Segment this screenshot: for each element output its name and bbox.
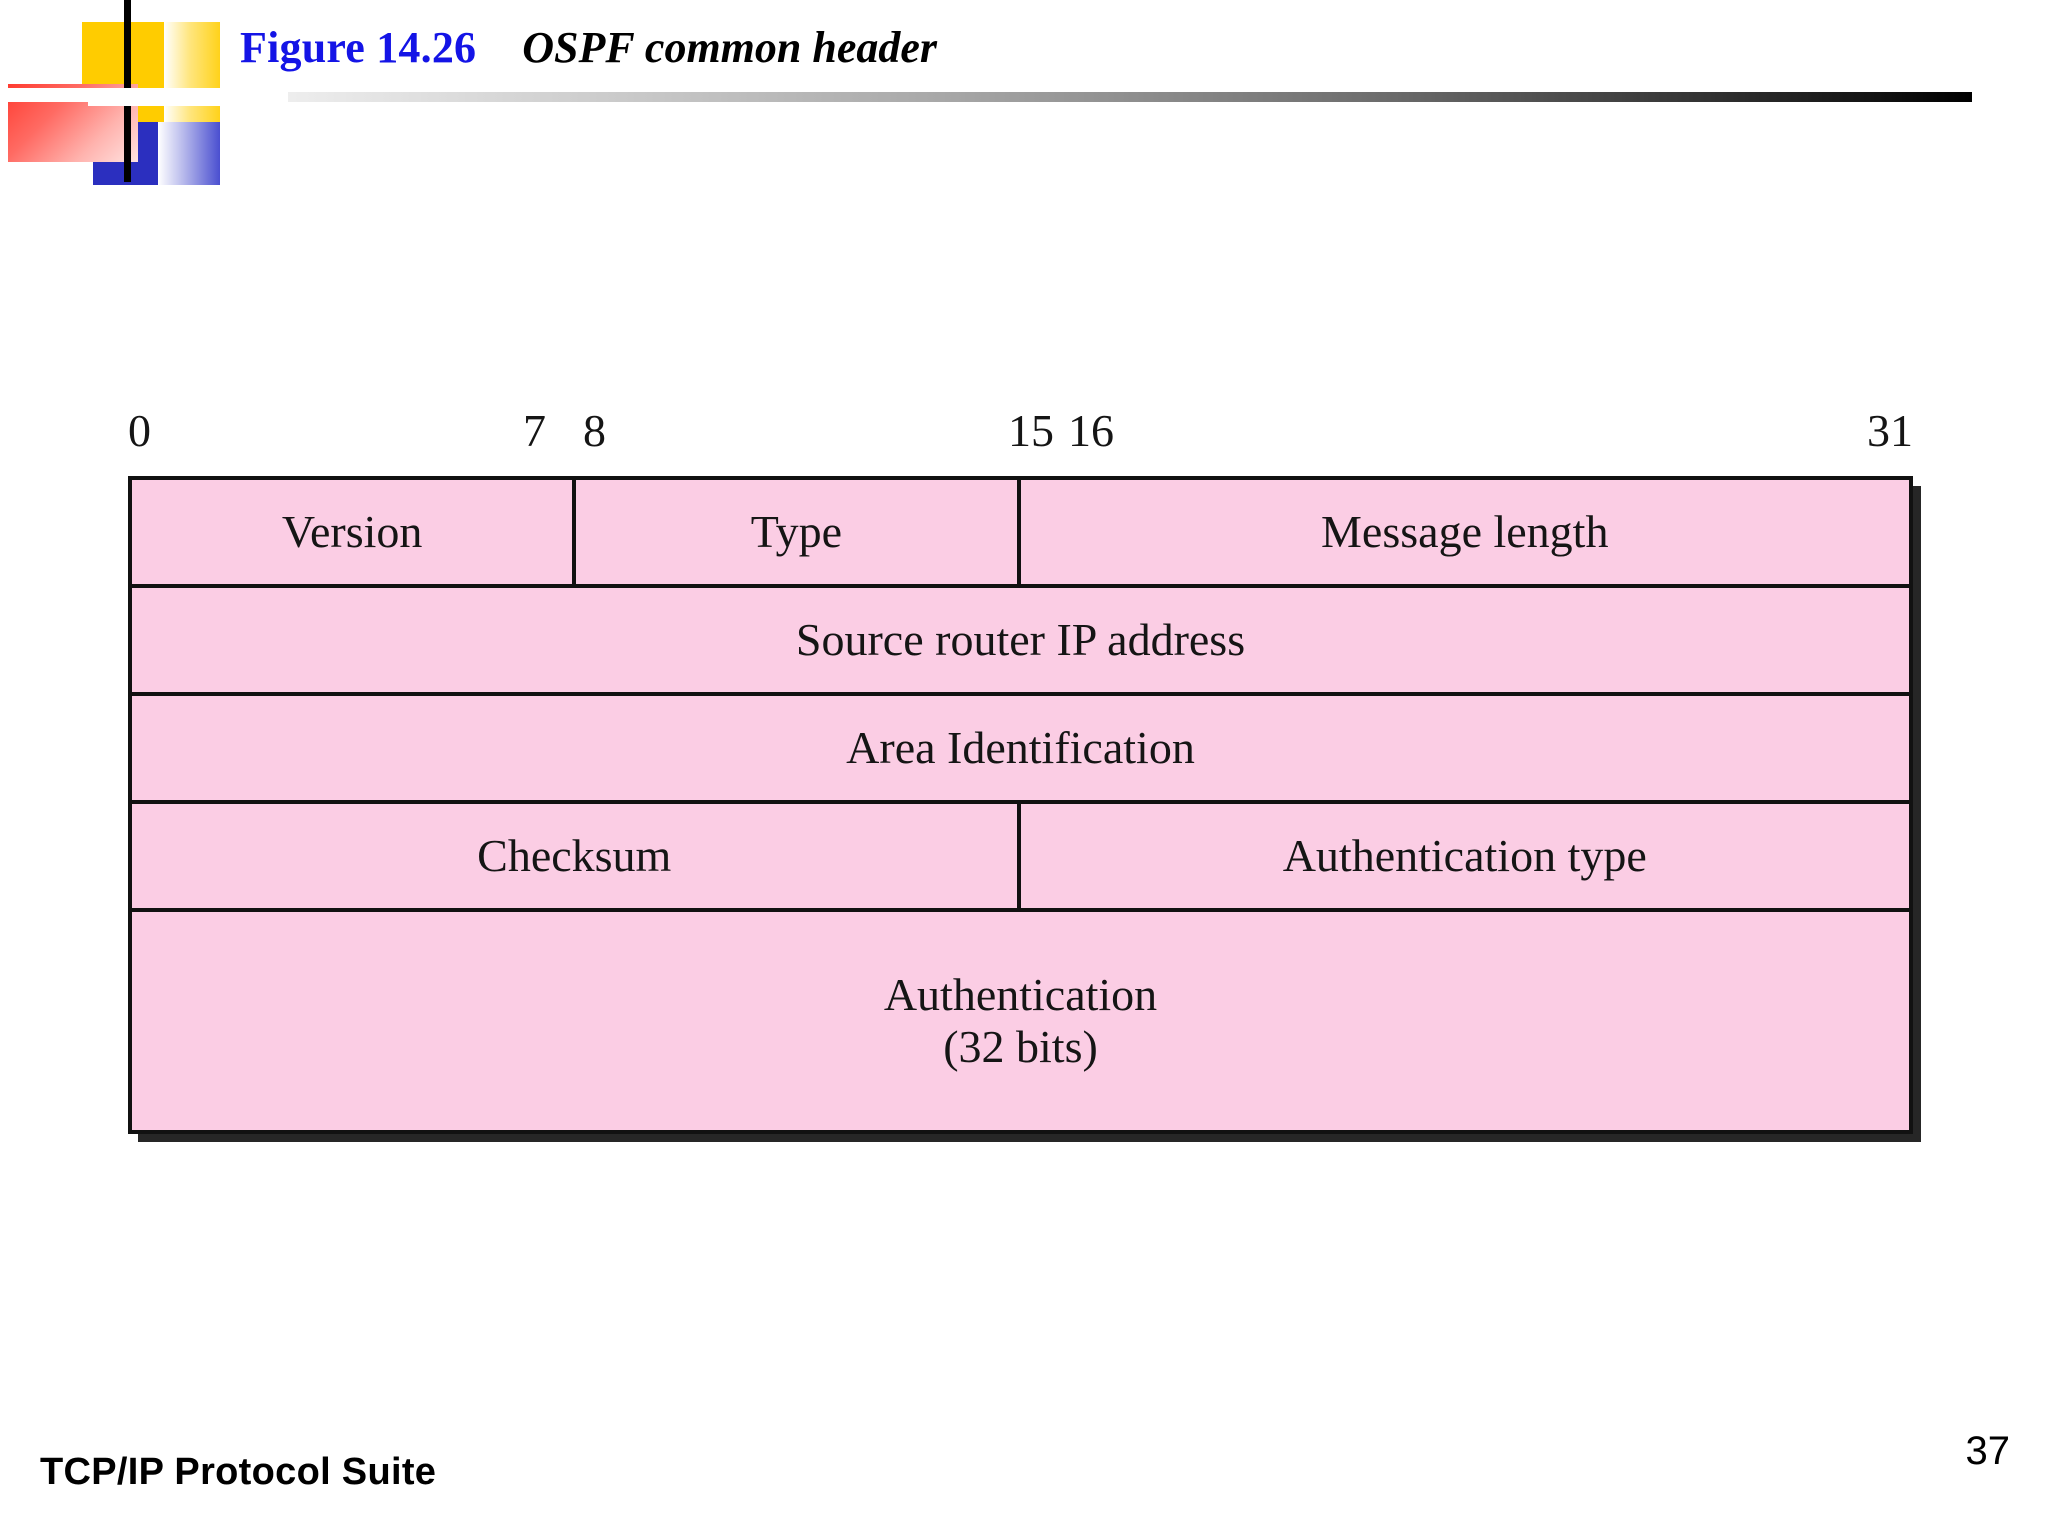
field-label: Source router IP address: [795, 614, 1246, 666]
bit-tick-8: 8: [583, 405, 606, 456]
ospf-common-header-diagram: Version Type Message length Source route…: [128, 476, 1913, 1134]
packet-row: Source router IP address: [132, 588, 1909, 696]
field-label: Authentication: [883, 969, 1158, 1021]
field-authentication: Authentication (32 bits): [132, 912, 1909, 1130]
field-label: Checksum: [477, 830, 672, 882]
field-label: Message length: [1321, 506, 1609, 558]
packet-row: Area Identification: [132, 696, 1909, 804]
field-type: Type: [576, 480, 1021, 584]
bit-tick-16: 16: [1068, 405, 1114, 456]
field-label: Version: [281, 506, 423, 558]
field-source-router-ip-address: Source router IP address: [132, 588, 1909, 692]
field-sublabel: (32 bits): [943, 1021, 1098, 1072]
field-label: Area Identification: [846, 722, 1195, 774]
bit-tick-0: 0: [128, 405, 151, 456]
logo-yellow-gradient-icon: [164, 22, 220, 122]
bit-tick-15: 15: [1008, 405, 1054, 456]
field-label: Type: [750, 506, 843, 558]
field-area-identification: Area Identification: [132, 696, 1909, 800]
logo-blue-gradient-icon: [158, 122, 220, 185]
field-message-length: Message length: [1020, 480, 1909, 584]
figure-number: Figure 14.26: [240, 23, 477, 72]
header-divider-highlight: [88, 88, 288, 106]
footer-book-title: TCP/IP Protocol Suite: [40, 1451, 437, 1493]
packet-row: Checksum Authentication type: [132, 804, 1909, 912]
packet-row: Version Type Message length: [132, 480, 1909, 588]
bit-tick-7: 7: [523, 405, 546, 456]
bit-ruler: 0 7 8 15 16 31: [128, 408, 1913, 466]
field-label: Authentication type: [1282, 830, 1647, 882]
figure-caption: OSPF common header: [522, 23, 938, 72]
page-title: Figure 14.26 OSPF common header: [240, 22, 937, 80]
field-authentication-type: Authentication type: [1020, 804, 1909, 908]
packet-row: Authentication (32 bits): [132, 912, 1909, 1130]
header-divider-rule: [96, 92, 1972, 102]
field-checksum: Checksum: [132, 804, 1021, 908]
field-version: Version: [132, 480, 577, 584]
bit-tick-31: 31: [1867, 405, 1913, 456]
footer-page-number: 37: [1965, 1429, 2011, 1473]
